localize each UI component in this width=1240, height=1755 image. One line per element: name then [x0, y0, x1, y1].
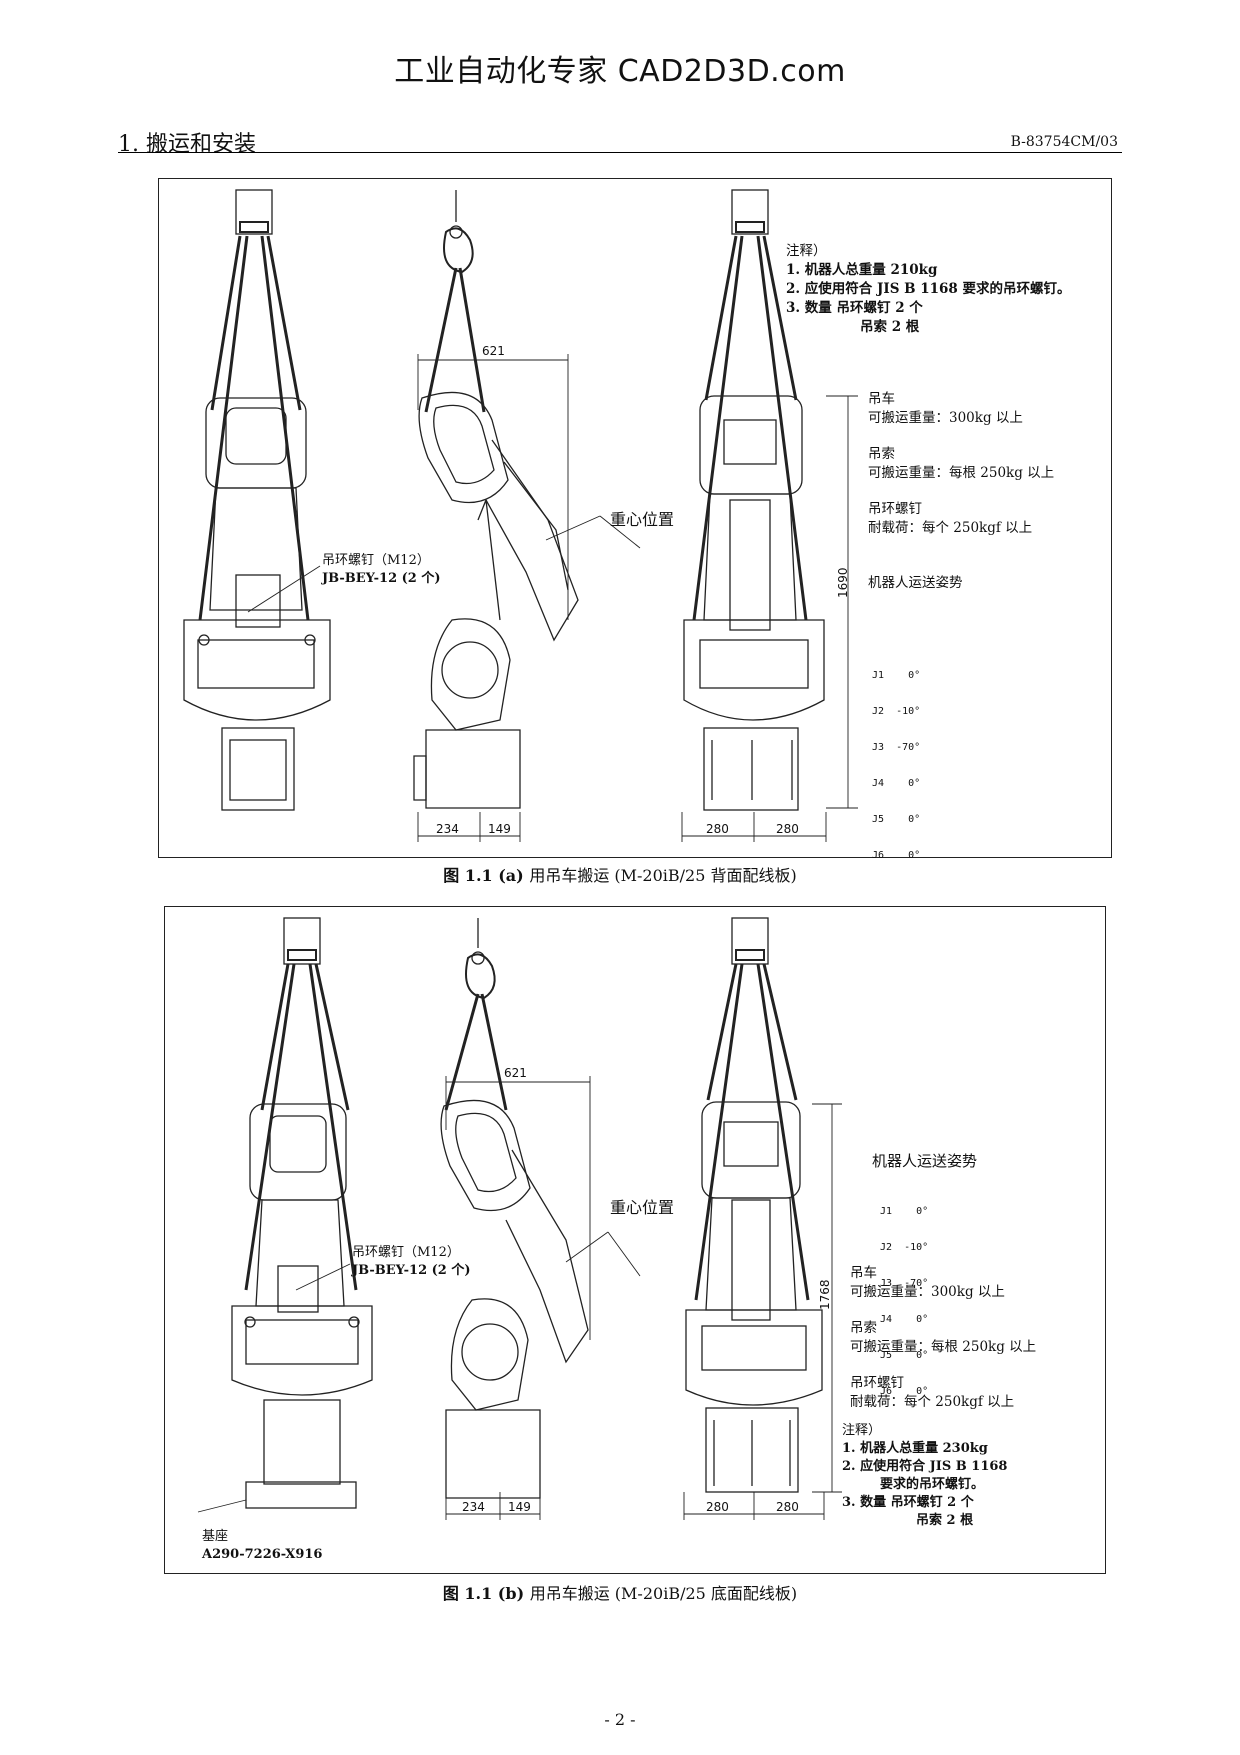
fig-b-dim-height: 1768	[818, 1279, 832, 1310]
fig-b-sling-title: 吊索	[850, 1320, 877, 1336]
fig-a-side-view	[413, 190, 579, 809]
fig-b-dim-149: 149	[508, 1500, 531, 1514]
fig-b-dim-280b: 280	[776, 1500, 799, 1514]
fig-b-base-callout: 基座 A290-7226-X916	[202, 1528, 322, 1564]
fig-a-eyebolt-callout: 吊环螺钉（M12） JB-BEY-12 (2 个)	[322, 552, 441, 588]
fig-a-posture-j3: J3 -70°	[872, 742, 921, 753]
fig-a-dim-149: 149	[488, 822, 511, 836]
fig-a-posture-j4: J4 0°	[872, 778, 921, 789]
fig-a-note-2: 2. 应使用符合 JIS B 1168 要求的吊环螺钉。	[786, 281, 1071, 297]
fig-b-eyebolt-label-1: 吊环螺钉（M12）	[352, 1245, 460, 1260]
fig-b-note-2b: 要求的吊环螺钉。	[880, 1477, 985, 1492]
fig-b-crane-title: 吊车	[850, 1265, 877, 1281]
document-number: B-83754CM/03	[1010, 134, 1118, 150]
fig-b-posture-title: 机器人运送姿势	[872, 1152, 978, 1170]
fig-b-note-3b: 吊索 2 根	[916, 1513, 974, 1528]
fig-b-requirements: 吊车 可搬运重量：300kg 以上 吊索 可搬运重量：每根 250kg 以上 吊…	[850, 1264, 1036, 1412]
fig-a-dim-621: 621	[482, 344, 505, 358]
fig-a-notes-title: 注释）	[786, 243, 827, 259]
fig-b-eyebolt-load: 耐载荷：每个 250kgf 以上	[850, 1394, 1015, 1410]
header-rule	[118, 152, 1122, 153]
fig-a-note-3: 3. 数量 吊环螺钉 2 个	[786, 300, 923, 316]
fig-b-eyebolt-label-2: JB-BEY-12 (2 个)	[352, 1263, 471, 1278]
fig-a-posture-j2: J2 -10°	[872, 706, 921, 717]
fig-a-front-view	[683, 189, 825, 811]
fig-b-posture-j2: J2 -10°	[880, 1242, 929, 1253]
fig-a-dimensions	[247, 354, 858, 842]
fig-a-dim-280b: 280	[776, 822, 799, 836]
fig-b-posture-list: J1 0° J2 -10° J3 -70° J4 0° J5 0° J6 0°	[880, 1182, 928, 1410]
fig-a-eyebolt-label-2: JB-BEY-12 (2 个)	[322, 571, 441, 586]
fig-a-caption-number: 图 1.1 (a)	[443, 866, 524, 885]
fig-b-eyebolt-title: 吊环螺钉	[850, 1375, 904, 1391]
fig-b-caption-number: 图 1.1 (b)	[442, 1584, 525, 1603]
fig-a-eyebolt-label-1: 吊环螺钉（M12）	[322, 553, 430, 568]
fig-b-base-label: 基座	[202, 1529, 229, 1544]
fig-b-front-view	[685, 917, 823, 1493]
fig-a-requirements: 吊车 可搬运重量：300kg 以上 吊索 可搬运重量：每根 250kg 以上 吊…	[868, 390, 1054, 593]
fig-a-eyebolt-title: 吊环螺钉	[868, 501, 922, 517]
fig-a-note-1: 1. 机器人总重量 210kg	[786, 262, 938, 278]
fig-b-posture-j1: J1 0°	[880, 1206, 929, 1217]
fig-a-back-view	[183, 189, 331, 811]
fig-a-sling-load: 可搬运重量：每根 250kg 以上	[868, 465, 1055, 481]
fig-b-base-part: A290-7226-X916	[202, 1547, 323, 1562]
fig-a-posture-j1: J1 0°	[872, 670, 921, 681]
fig-b-dim-234: 234	[462, 1500, 485, 1514]
fig-a-crane-title: 吊车	[868, 391, 895, 407]
fig-b-posture-j3: J3 -70°	[880, 1278, 929, 1289]
fig-b-posture-j4: J4 0°	[880, 1314, 929, 1325]
fig-a-posture-title: 机器人运送姿势	[868, 575, 963, 591]
fig-b-sling-load: 可搬运重量：每根 250kg 以上	[850, 1339, 1037, 1355]
fig-b-crane-load: 可搬运重量：300kg 以上	[850, 1284, 1005, 1300]
fig-b-notes-title: 注释）	[842, 1423, 882, 1438]
fig-b-note-2a: 2. 应使用符合 JIS B 1168	[842, 1459, 1008, 1474]
fig-b-note-3: 3. 数量 吊环螺钉 2 个	[842, 1495, 974, 1510]
fig-a-caption-text: 用吊车搬运 (M-20iB/25 背面配线板)	[529, 866, 797, 885]
fig-a-posture-list: J1 0° J2 -10° J3 -70° J4 0° J5 0° J6 0°	[872, 646, 920, 874]
fig-a-crane-load: 可搬运重量：300kg 以上	[868, 410, 1023, 426]
fig-a-posture-j5: J5 0°	[872, 814, 921, 825]
figure-a-frame	[158, 178, 1112, 858]
fig-a-posture-j6: J6 0°	[872, 850, 921, 861]
page-number: - 2 -	[604, 1710, 636, 1729]
fig-a-eyebolt-load: 耐载荷：每个 250kgf 以上	[868, 520, 1033, 536]
fig-b-note-1: 1. 机器人总重量 230kg	[842, 1441, 988, 1456]
fig-b-dim-280a: 280	[706, 1500, 729, 1514]
fig-a-notes: 注释） 1. 机器人总重量 210kg 2. 应使用符合 JIS B 1168 …	[786, 242, 1071, 337]
figure-b-frame	[164, 906, 1106, 1574]
fig-b-dimensions	[197, 1076, 842, 1520]
fig-b-eyebolt-callout: 吊环螺钉（M12） JB-BEY-12 (2 个)	[352, 1244, 471, 1280]
fig-b-side-view	[440, 918, 589, 1499]
fig-b-dim-621: 621	[504, 1066, 527, 1080]
fig-a-cog-label: 重心位置	[610, 510, 675, 529]
fig-b-cog-label: 重心位置	[610, 1198, 675, 1217]
fig-a-sling-title: 吊索	[868, 446, 895, 462]
fig-b-caption: 图 1.1 (b) 用吊车搬运 (M-20iB/25 底面配线板)	[0, 1580, 1240, 1604]
fig-a-caption: 图 1.1 (a) 用吊车搬运 (M-20iB/25 背面配线板)	[0, 862, 1240, 886]
fig-b-caption-text: 用吊车搬运 (M-20iB/25 底面配线板)	[529, 1584, 798, 1603]
fig-a-dim-280a: 280	[706, 822, 729, 836]
fig-a-note-3b: 吊索 2 根	[860, 319, 920, 335]
fig-b-posture-j6: J6 0°	[880, 1386, 929, 1397]
fig-b-posture-j5: J5 0°	[880, 1350, 929, 1361]
fig-b-notes: 注释） 1. 机器人总重量 230kg 2. 应使用符合 JIS B 1168 …	[842, 1422, 1007, 1530]
fig-a-dim-234: 234	[436, 822, 459, 836]
watermark-text: 工业自动化专家 CAD2D3D.com	[394, 54, 846, 89]
fig-b-back-view	[231, 917, 373, 1509]
